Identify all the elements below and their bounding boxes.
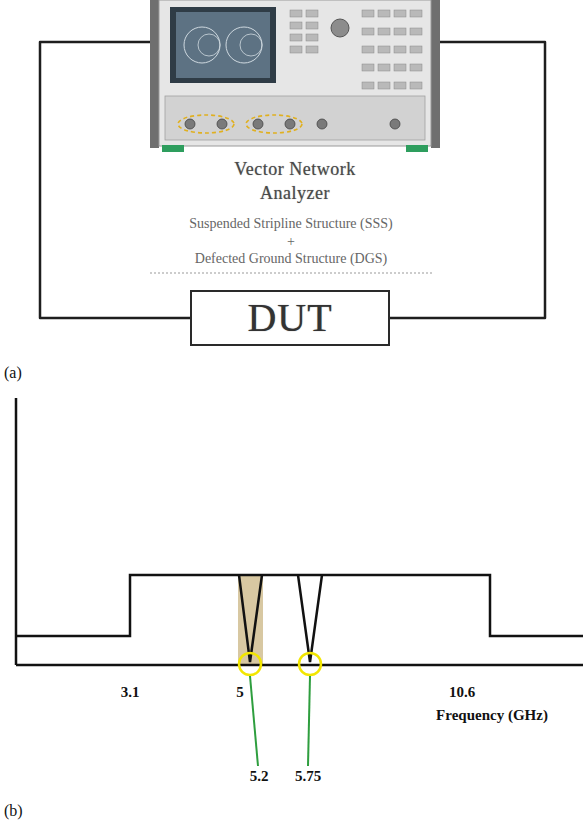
plus-sign: + <box>287 234 295 250</box>
smith-chart <box>184 27 220 63</box>
notch-marker <box>299 653 321 675</box>
instrument-node: Vector Network Analyzer <box>150 0 440 200</box>
structure-label: Defected Ground Structure (DGS) <box>195 251 387 267</box>
button-panel <box>290 10 422 89</box>
tuning-knob <box>331 19 349 37</box>
axis-title: Frequency (GHz) <box>436 707 548 724</box>
port-strip <box>165 96 425 140</box>
panel-label: (a) <box>4 364 22 382</box>
smith-chart <box>198 34 220 56</box>
axis-tick: 3.1 <box>121 684 140 701</box>
port-connectors <box>185 119 400 129</box>
node-text: Vector Network Analyzer <box>215 157 375 205</box>
leader-line <box>308 676 310 766</box>
separator-line <box>150 272 432 273</box>
notch-curve <box>239 575 262 662</box>
notch-curve <box>298 575 322 662</box>
shaded-band <box>238 575 263 665</box>
screen <box>176 12 270 78</box>
instrument-foot <box>406 145 428 152</box>
axis-tick: 10.6 <box>449 684 475 701</box>
callout-number: 5.75 <box>295 768 321 785</box>
smith-chart <box>240 34 262 56</box>
panel-label: (b) <box>4 802 23 820</box>
instrument-handle <box>431 0 440 148</box>
node-text: DUT <box>247 296 332 340</box>
instrument-handle <box>150 0 159 148</box>
screen-frame <box>170 7 276 83</box>
notch-marker <box>239 653 261 675</box>
instrument-foot <box>162 145 184 152</box>
structure-label: Suspended Stripline Structure (SSS) <box>189 216 392 232</box>
axis-tick: 5 <box>236 684 244 701</box>
instrument-body <box>159 0 431 146</box>
port-highlight <box>246 115 302 133</box>
leader-line <box>250 676 258 766</box>
spectrum-sketch <box>16 398 583 766</box>
cable-connector <box>40 42 190 318</box>
cable-connector <box>390 42 545 318</box>
port-highlight <box>178 115 234 133</box>
analyzer-picture <box>150 0 440 152</box>
axis-line <box>15 398 18 665</box>
dut-box: DUT <box>190 290 390 346</box>
smith-chart <box>226 27 262 63</box>
callout-number: 5.2 <box>250 768 269 785</box>
